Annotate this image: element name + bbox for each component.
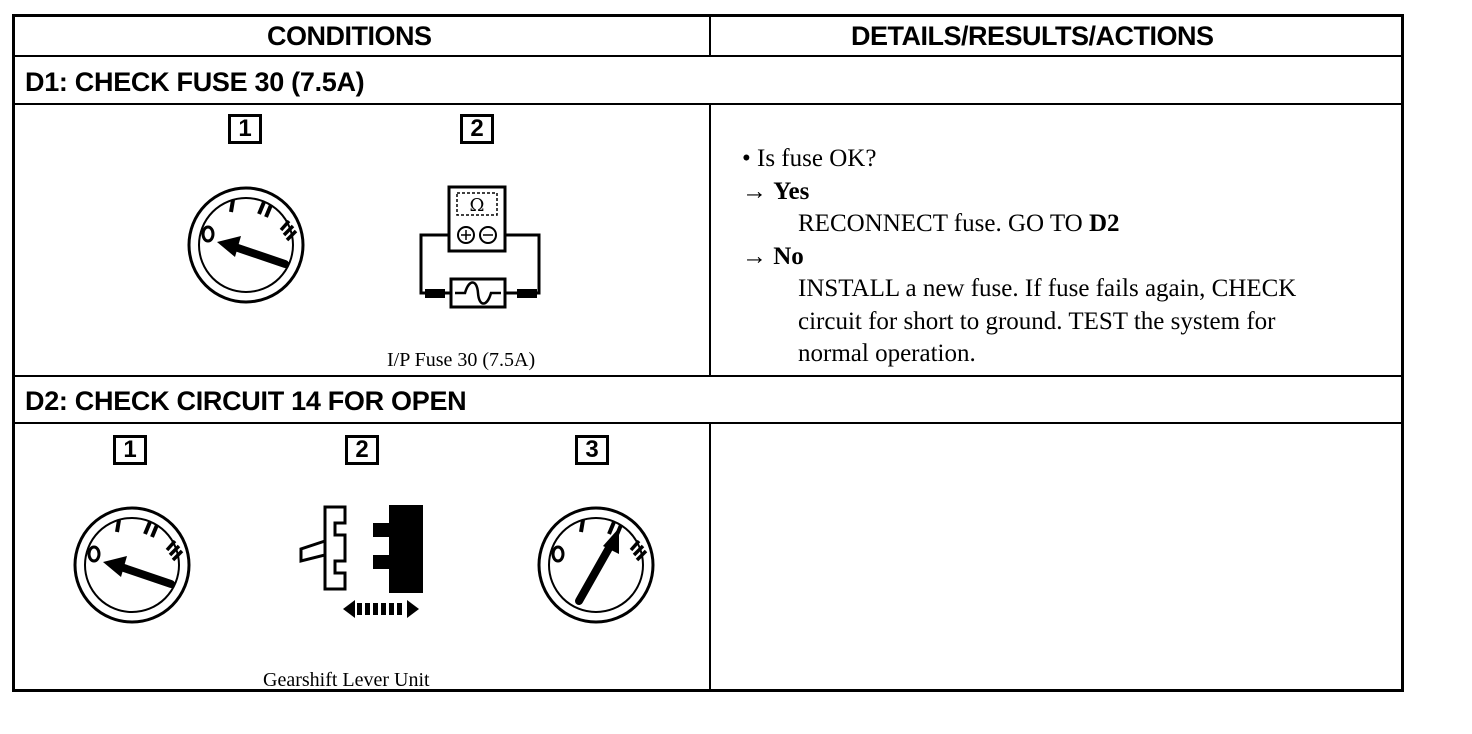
yes-arrow: →	[742, 177, 767, 205]
no-action-line: normal operation.	[798, 340, 976, 367]
ignition-switch-off-icon	[73, 506, 191, 624]
d2-caption: Gearshift Lever Unit	[263, 669, 430, 691]
connector-disconnect-icon	[299, 505, 423, 618]
d1-column-divider	[709, 103, 711, 375]
header-divider	[15, 55, 1401, 57]
d2-title: D2: CHECK CIRCUIT 14 FOR OPEN	[25, 386, 467, 416]
header-column-divider	[709, 17, 711, 55]
conditions-header: CONDITIONS	[267, 21, 432, 51]
yes-action-text: RECONNECT fuse. GO TO	[798, 210, 1089, 237]
d2-step-2-box: 2	[345, 435, 379, 465]
ignition-switch-run-icon	[537, 506, 655, 624]
no-action-line: INSTALL a new fuse. If fuse fails again,…	[798, 275, 1297, 302]
d2-column-divider	[709, 422, 711, 692]
d2-step-1-box: 1	[113, 435, 147, 465]
d1-details: • Is fuse OK? → Yes RECONNECT fuse. GO T…	[742, 143, 1296, 371]
yes-action-target: D2	[1088, 210, 1120, 237]
d2-title-divider	[15, 422, 1401, 424]
d1-step-2-box: 2	[460, 114, 494, 144]
d1-step-1-box: 1	[228, 114, 262, 144]
details-header: DETAILS/RESULTS/ACTIONS	[851, 21, 1214, 51]
no-label: No	[773, 242, 804, 270]
d1-title-divider	[15, 103, 1401, 105]
ohmmeter-icon: Ω	[419, 185, 541, 309]
yes-action: RECONNECT fuse. GO TO D2	[742, 208, 1296, 241]
d1-row-divider	[15, 375, 1401, 377]
yes-branch: → Yes	[742, 176, 1296, 209]
d1-caption: I/P Fuse 30 (7.5A)	[387, 349, 536, 371]
fuse-question: • Is fuse OK?	[742, 145, 877, 172]
no-arrow: →	[742, 242, 767, 270]
diagnostic-table: CONDITIONS DETAILS/RESULTS/ACTIONS D1: C…	[12, 14, 1404, 692]
no-branch: → No	[742, 241, 1296, 274]
d2-step-3-box: 3	[575, 435, 609, 465]
ignition-switch-off-icon	[187, 186, 305, 304]
d1-title: D1: CHECK FUSE 30 (7.5A)	[25, 67, 365, 97]
yes-label: Yes	[773, 177, 810, 205]
no-action-line: circuit for short to ground. TEST the sy…	[798, 307, 1276, 335]
ohm-symbol: Ω	[470, 195, 485, 216]
